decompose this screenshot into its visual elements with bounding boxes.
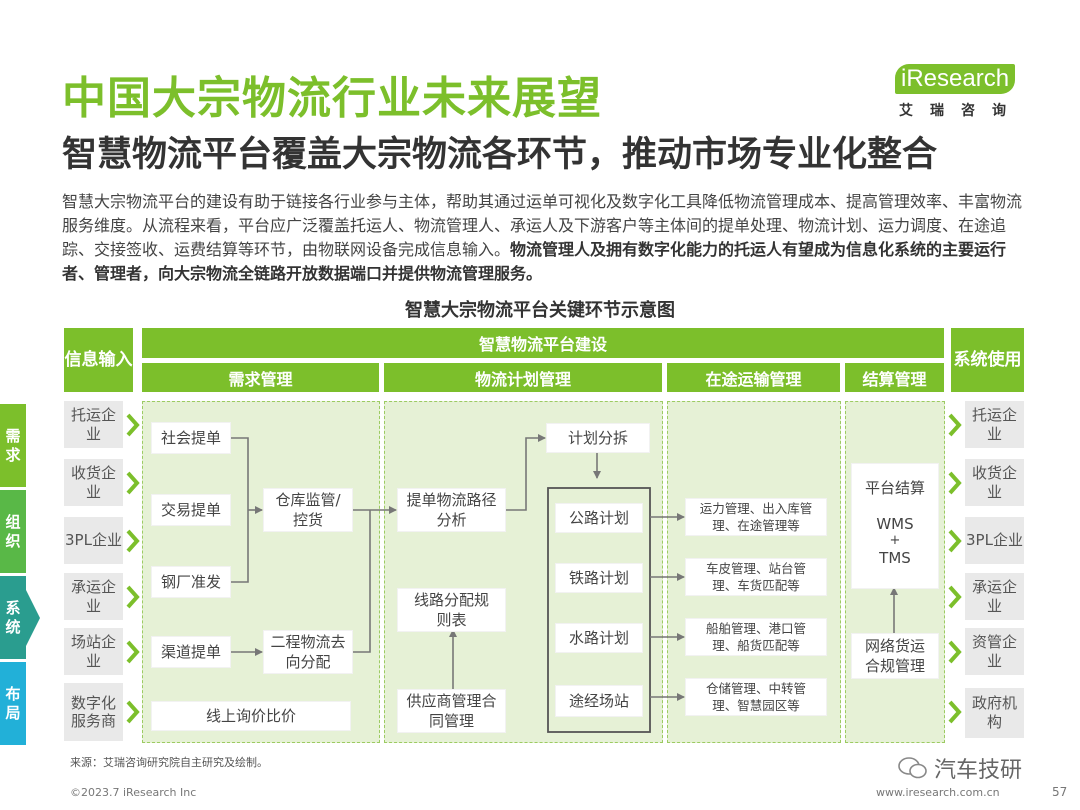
side-tab-label: 布局 <box>5 684 21 722</box>
chevron-right-icon <box>948 585 962 609</box>
input-consignee: 收货企业 <box>64 459 123 506</box>
output-header: 系统使用 <box>951 328 1024 392</box>
logo-brand: iResearch <box>895 64 1016 94</box>
settle-tms: TMS <box>879 549 911 567</box>
output-carrier: 承运企业 <box>965 573 1024 620</box>
box-mill-release: 钢厂准发 <box>152 567 230 597</box>
section-transit: 在途运输管理 <box>667 363 840 392</box>
input-carrier: 承运企业 <box>64 573 123 620</box>
box-route-rules: 线路分配规则表 <box>398 589 505 631</box>
settle-wms: WMS <box>876 515 914 533</box>
box-online-inquiry: 线上询价比价 <box>152 702 350 730</box>
wechat-watermark: 汽车技研 <box>898 752 1022 784</box>
box-warehouse-supervision: 仓库监管/控货 <box>264 489 352 531</box>
copyright: ©2023.7 iResearch Inc <box>70 786 197 799</box>
output-government: 政府机构 <box>965 688 1024 738</box>
box-road-plan: 公路计划 <box>556 504 642 532</box>
side-tab-layout: 布局 <box>0 662 26 745</box>
side-tab-demand: 需求 <box>0 404 26 487</box>
iresearch-logo: iResearch 艾瑞咨询 <box>895 64 1025 120</box>
box-social-order: 社会提单 <box>152 423 230 453</box>
intro-paragraph: 智慧大宗物流平台的建设有助于链接各行业参与主体，帮助其通过运单可视化及数字化工具… <box>62 190 1022 286</box>
box-rail-plan: 铁路计划 <box>556 564 642 592</box>
settle-plus: + <box>889 533 901 548</box>
input-3pl: 3PL企业 <box>64 517 123 564</box>
box-trade-order: 交易提单 <box>152 495 230 525</box>
chevron-right-icon <box>948 529 962 553</box>
section-plan: 物流计划管理 <box>384 363 662 392</box>
box-transit-ship: 船舶管理、港口管理、船货匹配等 <box>686 619 826 655</box>
side-tab-label: 需求 <box>5 426 21 464</box>
box-route-analysis: 提单物流路径分析 <box>398 489 505 531</box>
box-transit-capacity: 运力管理、出入库管理、在途管理等 <box>686 499 826 535</box>
box-supplier-mgmt: 供应商管理合同管理 <box>398 690 505 732</box>
wechat-icon <box>898 757 927 779</box>
box-network-freight: 网络货运合规管理 <box>852 634 938 678</box>
chevron-right-icon <box>126 700 140 724</box>
page-title: 中国大宗物流行业未来展望 <box>62 73 602 124</box>
box-transit-station: 途经场站 <box>556 686 642 716</box>
chevron-right-icon <box>126 413 140 437</box>
output-shipper: 托运企业 <box>965 401 1024 448</box>
input-header: 信息输入 <box>64 328 133 392</box>
diagram-title: 智慧大宗物流平台关键环节示意图 <box>405 300 675 321</box>
chevron-right-icon <box>126 585 140 609</box>
chevron-right-icon <box>126 529 140 553</box>
output-consignee: 收货企业 <box>965 459 1024 506</box>
platform-header: 智慧物流平台建设 <box>142 328 944 358</box>
side-tab-pointer <box>26 590 40 646</box>
box-plan-split: 计划分拆 <box>547 424 649 452</box>
input-shipper: 托运企业 <box>64 401 123 448</box>
chevron-right-icon <box>948 640 962 664</box>
page-subtitle: 智慧物流平台覆盖大宗物流各环节，推动市场专业化整合 <box>62 135 938 175</box>
page-number: 57 <box>1052 785 1068 799</box>
box-secondary-logistics: 二程物流去向分配 <box>264 631 352 673</box>
box-water-plan: 水路计划 <box>556 624 642 652</box>
box-platform-settlement: 平台结算 WMS + TMS <box>852 464 938 588</box>
logo-cn: 艾瑞咨询 <box>899 103 1023 119</box>
output-asset-mgmt: 资管企业 <box>965 628 1024 675</box>
wechat-name: 汽车技研 <box>934 758 1023 783</box>
side-tab-system: 系统 <box>0 576 26 659</box>
chevron-right-icon <box>948 471 962 495</box>
section-settle: 结算管理 <box>845 363 944 392</box>
chevron-right-icon <box>126 471 140 495</box>
side-tab-label: 组织 <box>5 512 21 550</box>
side-tab-label: 系统 <box>5 598 21 636</box>
box-transit-rail: 车皮管理、站台管理、车货匹配等 <box>686 559 826 595</box>
chevron-right-icon <box>948 700 962 724</box>
website: www.iresearch.com.cn <box>876 786 1000 799</box>
input-digital: 数字化服务商 <box>64 683 123 741</box>
input-station: 场站企业 <box>64 628 123 675</box>
box-transit-storage: 仓储管理、中转管理、智慧园区等 <box>686 679 826 715</box>
chevron-right-icon <box>948 413 962 437</box>
paragraph-bold: 物流管理人及拥有数字化能力的托运人有望成为信息化系统的主要运行者、管理者，向大宗… <box>62 240 1007 283</box>
source-note: 来源：艾瑞咨询研究院自主研究及绘制。 <box>70 756 268 769</box>
output-3pl: 3PL企业 <box>965 517 1024 564</box>
paragraph-normal: 智慧大宗物流平台的建设有助于链接各行业参与主体，帮助其通过运单可视化及数字化工具… <box>62 192 1023 259</box>
side-tab-org: 组织 <box>0 490 26 573</box>
box-channel-order: 渠道提单 <box>152 637 230 667</box>
settle-platform-label: 平台结算 <box>864 479 925 497</box>
chevron-right-icon <box>126 640 140 664</box>
section-demand: 需求管理 <box>142 363 379 392</box>
